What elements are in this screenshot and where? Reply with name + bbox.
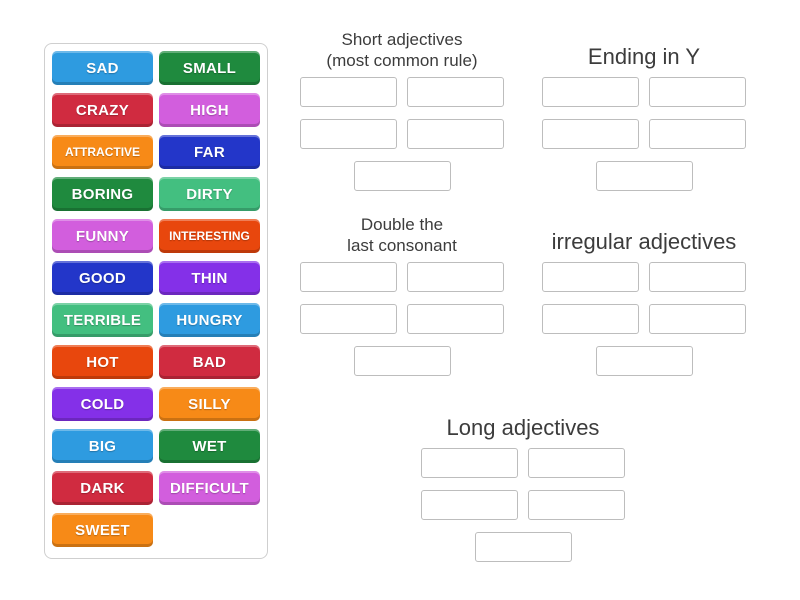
group-title: irregular adjectives xyxy=(551,229,737,254)
word-tile-label: SAD xyxy=(86,59,119,77)
group-long-adjectives: Long adjectives xyxy=(413,398,633,562)
slot-box[interactable] xyxy=(407,119,504,149)
word-tile[interactable]: COLD xyxy=(52,387,153,421)
word-bank-panel: SAD SMALL CRAZY HIGH ATTRACTIVE FAR BORING DIRT… xyxy=(44,43,268,559)
slot-box[interactable] xyxy=(353,346,451,376)
word-tile[interactable]: CRAZY xyxy=(52,93,153,127)
slot-box[interactable] xyxy=(300,304,397,334)
word-tile[interactable]: BIG xyxy=(52,429,153,463)
word-tile-list: SAD SMALL CRAZY HIGH ATTRACTIVE FAR BORING DIRT… xyxy=(52,51,260,547)
group-ending-in-y: Ending in Y xyxy=(534,27,754,191)
word-tile[interactable]: FUNNY xyxy=(52,219,153,253)
word-tile-label: SWEET xyxy=(75,521,130,539)
word-tile[interactable]: HOT xyxy=(52,345,153,379)
word-tile-label: HUNGRY xyxy=(176,311,243,329)
word-tile-label: BORING xyxy=(71,185,134,203)
slot-grid xyxy=(413,448,633,562)
word-tile-label: THIN xyxy=(191,269,228,287)
word-tile[interactable]: SMALL xyxy=(159,51,260,85)
slot-box[interactable] xyxy=(474,532,572,562)
word-tile-label: DARK xyxy=(80,479,125,497)
slot-box[interactable] xyxy=(528,448,625,478)
slot-box[interactable] xyxy=(649,119,746,149)
word-tile-label: DIRTY xyxy=(186,185,233,203)
word-tile[interactable]: DIRTY xyxy=(159,177,260,211)
slot-box[interactable] xyxy=(542,304,639,334)
slot-box[interactable] xyxy=(542,262,639,292)
slot-box[interactable] xyxy=(649,77,746,107)
word-tile[interactable]: BORING xyxy=(52,177,153,211)
slot-box[interactable] xyxy=(353,161,451,191)
word-tile[interactable]: SAD xyxy=(52,51,153,85)
word-tile-label: TERRIBLE xyxy=(63,311,142,329)
word-tile-label: DIFFICULT xyxy=(169,479,250,497)
slot-grid xyxy=(534,77,754,191)
word-tile-label: FAR xyxy=(194,143,225,161)
slot-box[interactable] xyxy=(421,490,518,520)
slot-box[interactable] xyxy=(542,77,639,107)
slot-grid xyxy=(292,262,512,376)
word-tile[interactable]: GOOD xyxy=(52,261,153,295)
slot-box[interactable] xyxy=(649,304,746,334)
word-tile-label: COLD xyxy=(80,395,125,413)
word-tile[interactable]: INTERESTING xyxy=(159,219,260,253)
slot-box[interactable] xyxy=(407,262,504,292)
slot-box[interactable] xyxy=(300,119,397,149)
slot-box[interactable] xyxy=(407,77,504,107)
word-tile-label: INTERESTING xyxy=(169,229,250,243)
slot-box[interactable] xyxy=(595,161,693,191)
word-tile[interactable]: BAD xyxy=(159,345,260,379)
slot-box[interactable] xyxy=(421,448,518,478)
group-short-adjectives: Short adjectives (most common rule) xyxy=(292,27,512,191)
word-tile[interactable]: FAR xyxy=(159,135,260,169)
group-title: Short adjectives (most common rule) xyxy=(326,30,478,70)
group-double-last-consonant: Double the last consonant xyxy=(292,212,512,376)
slot-box[interactable] xyxy=(528,490,625,520)
word-tile[interactable]: HUNGRY xyxy=(159,303,260,337)
slot-grid xyxy=(292,77,512,191)
word-tile[interactable]: SWEET xyxy=(52,513,153,547)
group-title: Long adjectives xyxy=(446,415,600,440)
word-tile[interactable]: THIN xyxy=(159,261,260,295)
group-title: Ending in Y xyxy=(587,44,701,69)
slot-box[interactable] xyxy=(649,262,746,292)
word-tile-label: CRAZY xyxy=(75,101,130,119)
word-tile[interactable]: TERRIBLE xyxy=(52,303,153,337)
word-tile-label: WET xyxy=(192,437,227,455)
word-tile[interactable]: DIFFICULT xyxy=(159,471,260,505)
slot-box[interactable] xyxy=(300,262,397,292)
word-tile-label: BAD xyxy=(192,353,227,371)
group-irregular-adjectives: irregular adjectives xyxy=(534,212,754,376)
slot-grid xyxy=(534,262,754,376)
slot-box[interactable] xyxy=(542,119,639,149)
word-tile-label: SMALL xyxy=(182,59,237,77)
word-tile-label: SILLY xyxy=(188,395,231,413)
word-tile-label: ATTRACTIVE xyxy=(64,145,141,159)
word-tile-label: FUNNY xyxy=(75,227,130,245)
word-tile[interactable]: HIGH xyxy=(159,93,260,127)
word-tile[interactable]: DARK xyxy=(52,471,153,505)
slot-box[interactable] xyxy=(595,346,693,376)
word-tile-label: HOT xyxy=(86,353,119,371)
word-tile-label: HIGH xyxy=(190,101,229,119)
word-tile-label: GOOD xyxy=(78,269,127,287)
group-title: Double the last consonant xyxy=(347,215,457,255)
word-tile[interactable]: ATTRACTIVE xyxy=(52,135,153,169)
slot-box[interactable] xyxy=(300,77,397,107)
slot-box[interactable] xyxy=(407,304,504,334)
word-tile[interactable]: SILLY xyxy=(159,387,260,421)
word-tile-label: BIG xyxy=(88,437,117,455)
word-tile[interactable]: WET xyxy=(159,429,260,463)
